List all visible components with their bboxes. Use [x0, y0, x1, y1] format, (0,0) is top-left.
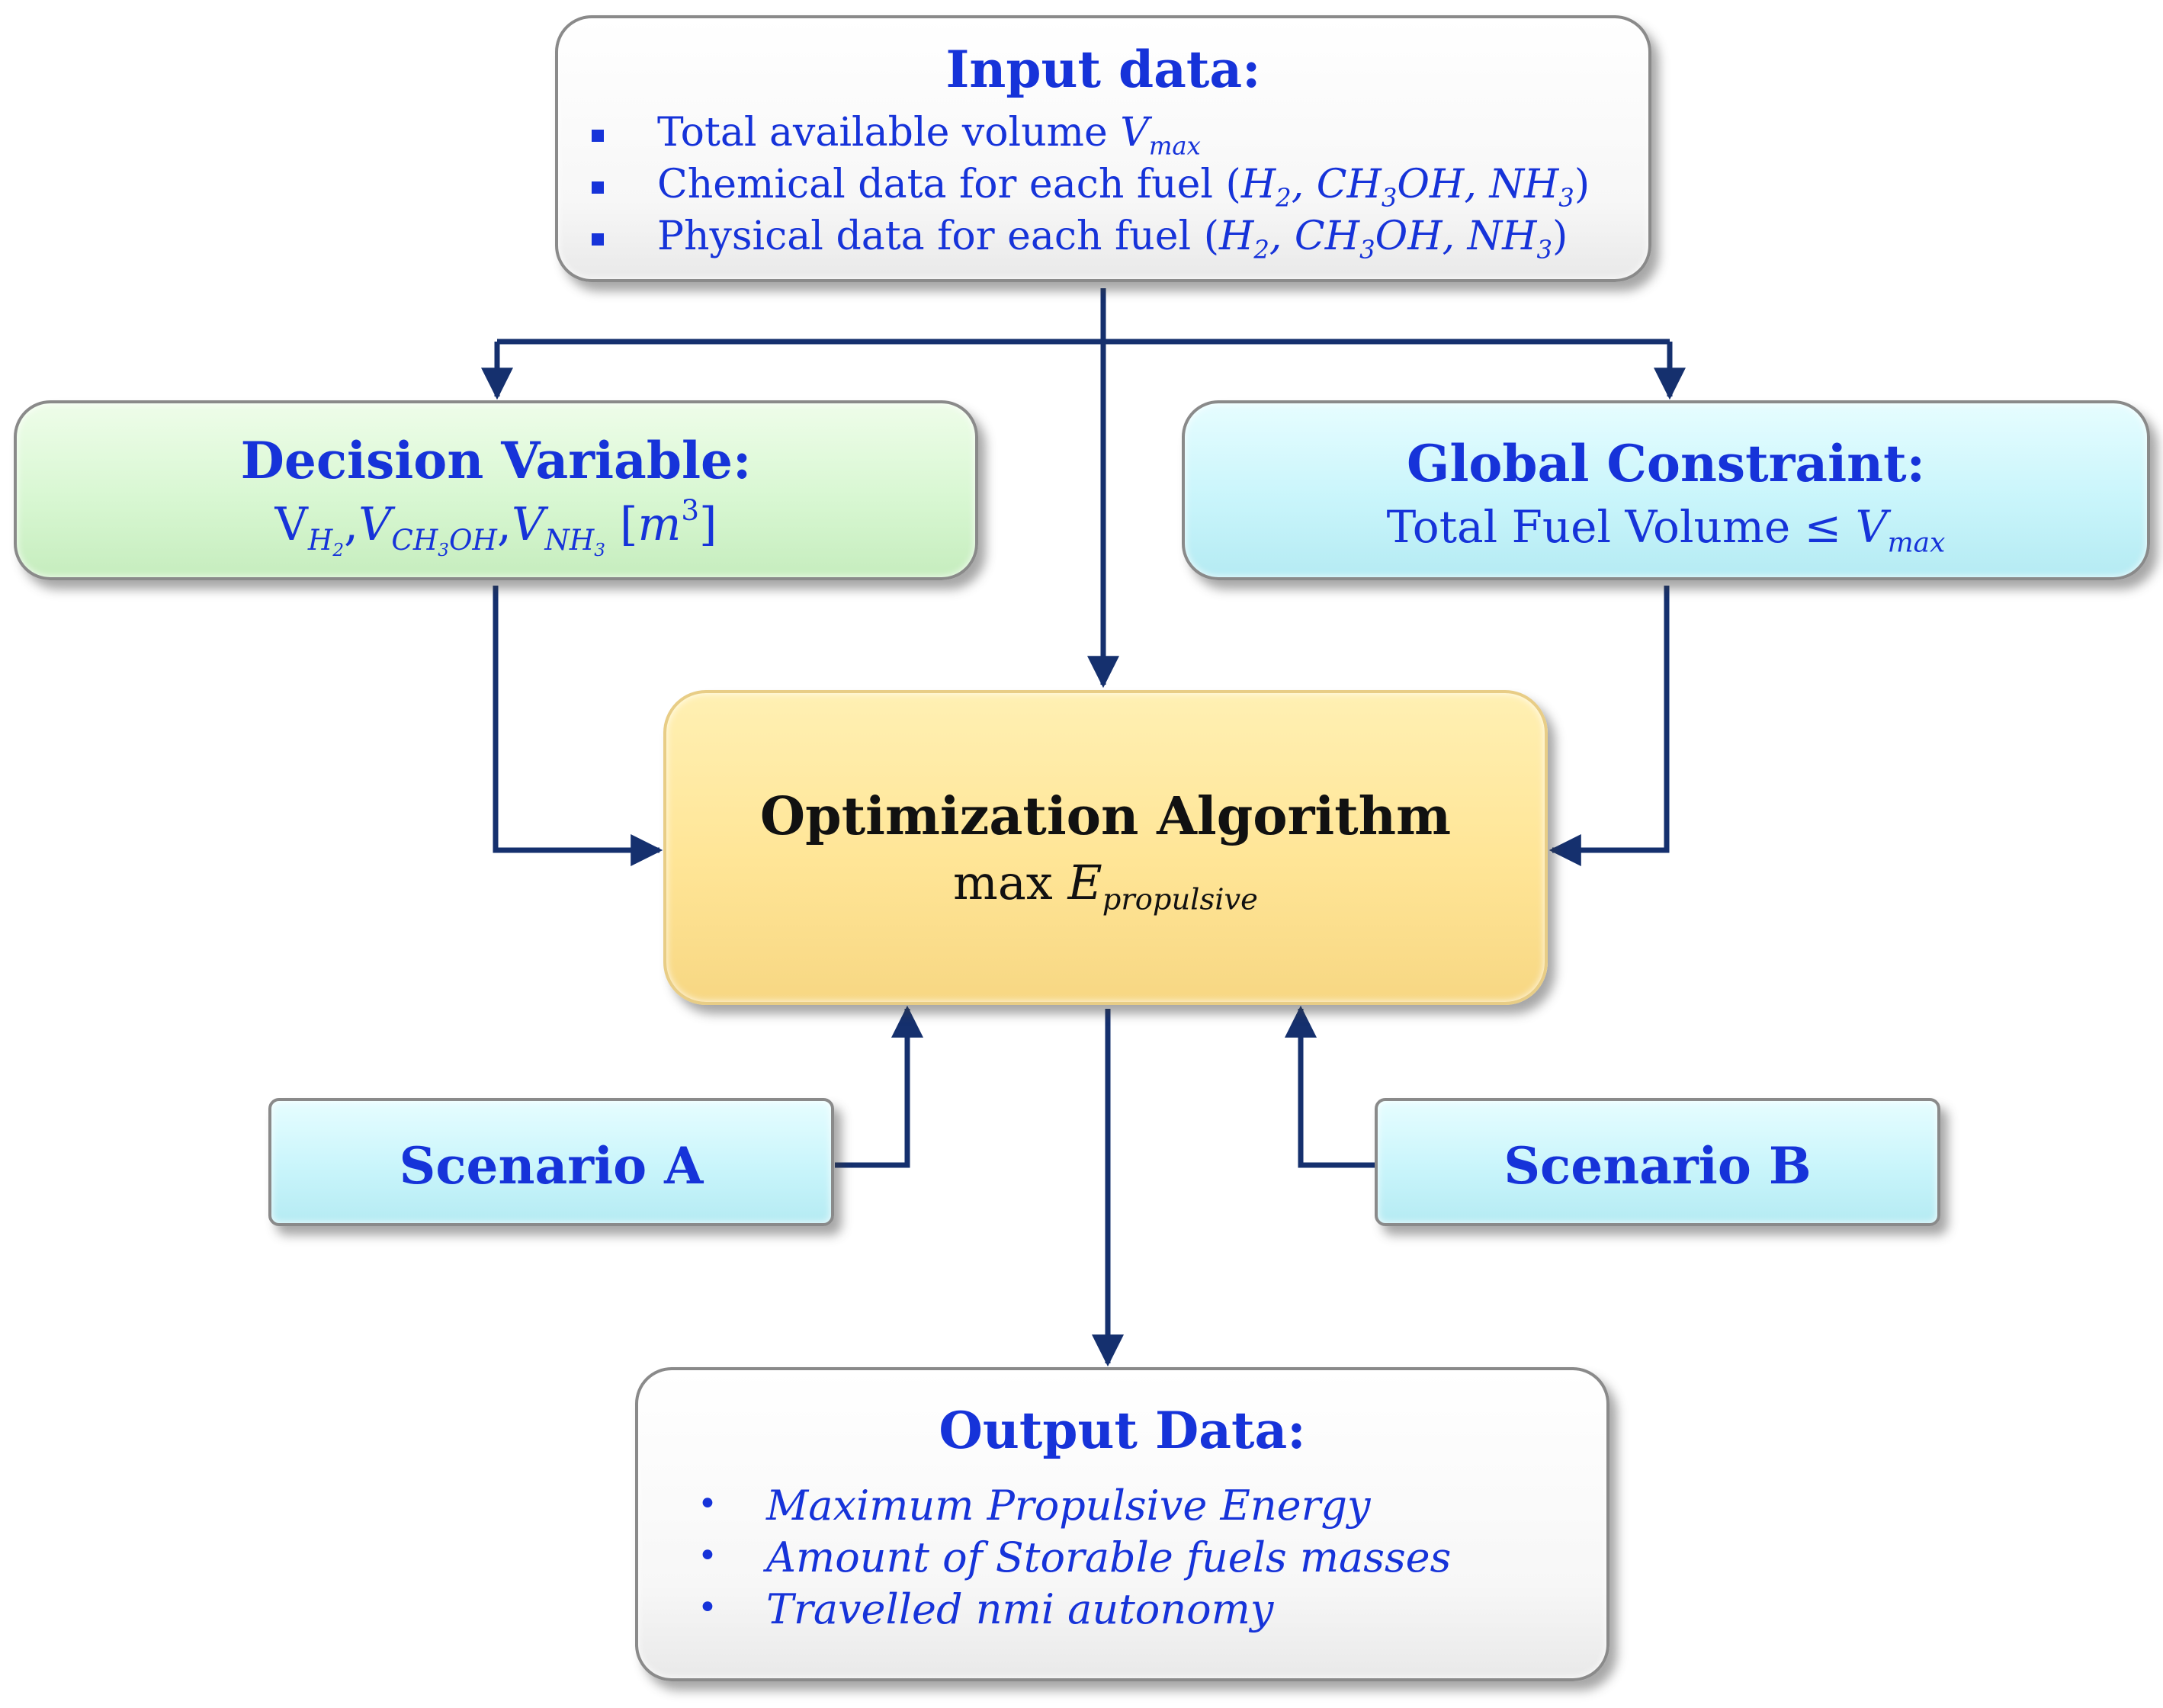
input-data-title: Input data: — [945, 40, 1261, 99]
optimization-algorithm-title: Optimization Algorithm — [759, 786, 1452, 847]
arrow-scenario-b-to-algorithm — [1285, 1005, 1375, 1168]
bullet-marker — [592, 233, 604, 246]
global-constraint-box: Global Constraint: Total Fuel Volume ≤ V… — [1182, 400, 2150, 580]
input-item-volume: Total available volume Vmax — [657, 110, 1201, 161]
scenario-b-box: Scenario B — [1375, 1098, 1940, 1226]
input-data-box: Input data: Total available volume Vmax … — [555, 15, 1651, 282]
arrow-scenario-a-to-algorithm — [835, 1005, 923, 1168]
scenario-b-label: Scenario B — [1504, 1136, 1812, 1196]
bullet-marker: • — [698, 1536, 717, 1575]
output-item-masses: Amount of Storable fuels masses — [766, 1533, 1452, 1581]
arrow-decision-to-algorithm — [493, 586, 663, 866]
arrow-constraint-to-algorithm — [1548, 586, 1670, 866]
bullet-marker — [592, 181, 604, 194]
output-item-autonomy: Travelled nmi autonomy — [766, 1585, 1274, 1633]
input-item-chemical: Chemical data for each fuel (H2, CH3OH, … — [657, 162, 1590, 213]
decision-variable-expression: VH2,VCH3OH,VNH3 [m3] — [274, 493, 717, 561]
global-constraint-title: Global Constraint: — [1406, 434, 1926, 493]
output-data-title: Output Data: — [939, 1401, 1306, 1460]
output-data-box: Output Data: • Maximum Propulsive Energy… — [635, 1367, 1609, 1681]
input-item-physical: Physical data for each fuel (H2, CH3OH, … — [657, 214, 1568, 265]
scenario-a-label: Scenario A — [399, 1136, 704, 1196]
decision-variable-box: Decision Variable: VH2,VCH3OH,VNH3 [m3] — [14, 400, 978, 580]
scenario-a-box: Scenario A — [268, 1098, 834, 1226]
bullet-marker — [592, 130, 604, 142]
bullet-marker: • — [698, 1485, 717, 1523]
bullet-marker: • — [698, 1588, 717, 1627]
optimization-algorithm-box: Optimization Algorithm max Epropulsive — [663, 690, 1548, 1005]
decision-variable-title: Decision Variable: — [240, 431, 752, 490]
output-item-energy: Maximum Propulsive Energy — [766, 1482, 1371, 1530]
objective-expression: max Epropulsive — [953, 855, 1258, 917]
global-constraint-expression: Total Fuel Volume ≤ Vmax — [1386, 501, 1946, 559]
